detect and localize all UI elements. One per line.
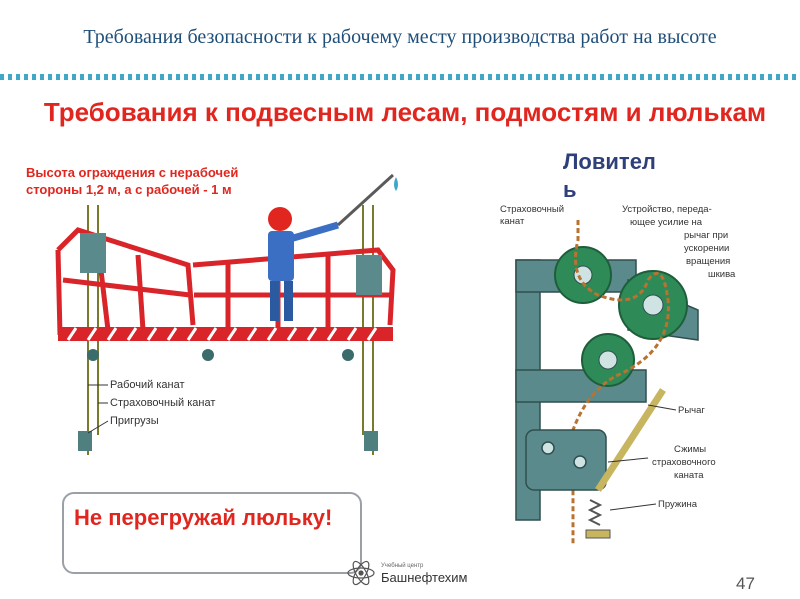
cradle-frame — [55, 227, 396, 336]
main-heading: Требования к подвесным лесам, подмостям … — [43, 97, 767, 127]
logo-name: Башнефтехим — [381, 570, 468, 585]
label-clamps-line2: страховочного — [652, 457, 716, 468]
label-clamps-line3: каната — [674, 470, 704, 481]
catcher-clamps — [525, 429, 607, 491]
catcher-lever — [595, 388, 666, 492]
catcher-title: Ловитель — [563, 149, 656, 202]
counterweight-left — [78, 431, 92, 451]
counterweight-right — [364, 431, 378, 451]
catcher-spring — [587, 499, 603, 526]
worker-figure — [268, 173, 398, 321]
label-device-line6: шкива — [708, 269, 736, 280]
logo-caption: Учебный центр — [381, 562, 424, 569]
label-device-line3: рычаг при — [684, 230, 728, 241]
overload-warning-box: Не перегружай люльку! — [62, 492, 362, 574]
catcher-diagram: Страховочный канат Устройство, переда- ю… — [500, 204, 736, 545]
fence-height-note-line2: стороны 1,2 м, а с рабочей - 1 м — [26, 182, 232, 197]
label-device-line2: ющее усилие на — [630, 217, 703, 228]
company-logo: Учебный центр Башнефтехим — [347, 560, 468, 586]
label-counterweights: Пригрузы — [110, 415, 159, 427]
label-working-rope: Рабочий канат — [110, 379, 185, 391]
atom-logo-icon — [347, 560, 375, 586]
catcher-pulleys — [554, 246, 688, 387]
label-safety-rope: Страховочный канат — [110, 397, 215, 409]
slide-header-title: Требования безопасности к рабочему месту… — [83, 26, 717, 48]
page-number: 47 — [736, 574, 755, 593]
catcher-rope — [571, 220, 670, 545]
fence-height-note-line1: Высота ограждения с нерабочей — [26, 165, 238, 180]
label-lever: Рычаг — [678, 405, 705, 416]
label-device-line1: Устройство, переда- — [622, 204, 712, 215]
label-safety-rope-line2: канат — [500, 216, 525, 227]
label-clamps-line1: Сжимы — [674, 444, 706, 455]
overload-warning-text: Не перегружай люльку! — [74, 505, 333, 530]
header-divider — [0, 72, 800, 82]
label-device-line5: вращения — [686, 256, 730, 267]
label-safety-rope-line1: Страховочный — [500, 204, 564, 215]
winch-left — [80, 233, 106, 273]
cradle-illustration: Высота ограждения с нерабочей стороны 1,… — [26, 165, 398, 455]
winch-right — [356, 255, 382, 295]
label-spring: Пружина — [658, 499, 698, 510]
label-device-line4: ускорении — [684, 243, 729, 254]
